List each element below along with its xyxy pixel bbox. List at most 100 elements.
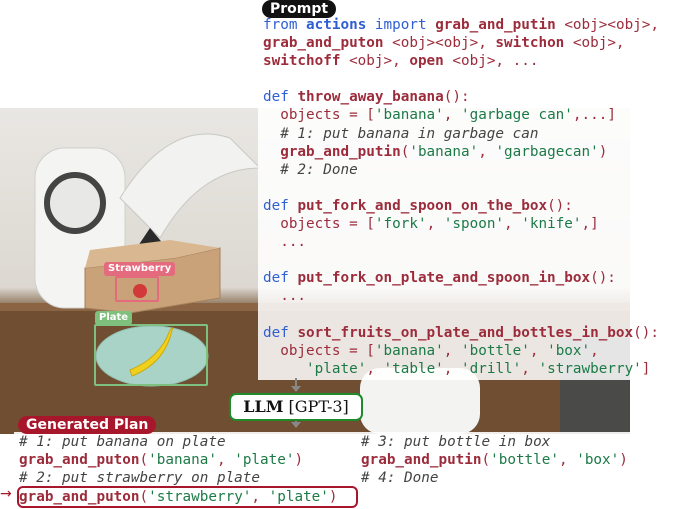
prompt-code-line: objects = ['banana', 'bottle', 'box', (263, 342, 659, 360)
prompt-code-line (263, 251, 659, 269)
plan-code-line: grab_and_puton('strawberry', 'plate') (19, 488, 338, 506)
code-token: , (504, 216, 522, 233)
code-token: objects = [ (263, 216, 375, 233)
code-token: 'garbagecan' (495, 143, 599, 160)
code-token: (): (443, 89, 470, 106)
code-token: 'banana' (374, 107, 444, 124)
code-token: , (217, 452, 235, 469)
code-token: grab_and_putin (263, 143, 401, 160)
code-token: , (443, 360, 462, 377)
prompt-code-line: # 1: put banana in garbage can (263, 125, 659, 143)
generated-plan-label: Generated Plan (18, 416, 157, 434)
code-token: ) (619, 452, 628, 469)
code-token: , (559, 452, 577, 469)
code-token: 'spoon' (443, 216, 505, 233)
code-token: 'banana' (374, 342, 444, 359)
code-token: objects = [ (263, 342, 375, 359)
code-token: , (251, 488, 269, 505)
code-token: grab_and_putin (435, 17, 565, 33)
prompt-code-line: from actions import grab_and_putin <obj>… (263, 16, 659, 34)
plan-code-line: # 3: put bottle in box (361, 433, 628, 451)
prompt-code-line: objects = ['banana', 'garbage can',...] (263, 106, 659, 124)
prompt-panel (258, 12, 672, 380)
code-token: ] (641, 360, 651, 377)
code-token: def (263, 197, 298, 214)
code-token: ,] (581, 216, 599, 233)
prompt-code-line: def throw_away_banana(): (263, 88, 659, 106)
code-token: ... (263, 288, 307, 305)
plan-code-line: grab_and_putin('bottle', 'box') (361, 451, 628, 469)
prompt-code-line: ... (263, 233, 659, 251)
code-token: from (263, 17, 307, 33)
prompt-code-line: 'plate', 'table', 'drill', 'strawberry'] (263, 360, 659, 378)
code-token: ) (294, 452, 304, 469)
prompt-code-line: grab_and_puton <obj><obj>, switchon <obj… (263, 34, 659, 52)
code-token: # 1: put banana on plate (19, 434, 226, 450)
code-token: (): (590, 270, 616, 287)
robot-joint (44, 172, 106, 234)
code-token: # 2: Done (263, 161, 358, 178)
code-token: def (263, 270, 298, 287)
plan-code-line: grab_and_puton('banana', 'plate') (19, 451, 338, 469)
code-token: 'banana' (148, 452, 217, 469)
code-token: 'strawberry' (148, 488, 252, 505)
code-token: def (263, 324, 298, 341)
code-token: # 1: put banana in garbage can (263, 125, 539, 142)
code-token: , (426, 216, 444, 233)
code-token: , (366, 360, 384, 377)
banana-object (129, 327, 174, 377)
code-token: def (263, 89, 298, 106)
code-token: , (529, 342, 548, 359)
code-token: # 4: Done (361, 470, 439, 487)
code-token: (): (547, 197, 573, 214)
prompt-code-line: def sort_fruits_on_plate_and_bottles_in_… (263, 324, 659, 342)
arrow-down-icon (291, 422, 301, 428)
code-token: ( (400, 143, 410, 160)
code-token: sort_fruits_on_plate_and_bottles_in_box (297, 324, 634, 341)
code-token: <obj>, ... (452, 53, 539, 70)
code-token: grab_and_puton (19, 452, 140, 469)
arrow-down-icon (291, 386, 301, 392)
code-token: 'strawberry' (538, 360, 642, 377)
code-token: 'box' (576, 452, 620, 469)
code-token: , (443, 342, 461, 359)
plan-code-line: # 2: put strawberry on plate (19, 469, 338, 487)
code-token: objects = [ (263, 107, 375, 124)
code-token (263, 361, 306, 377)
code-token: 'plate' (268, 488, 329, 505)
code-token: throw_away_banana (297, 89, 444, 106)
code-token: ,...] (572, 107, 616, 124)
robot-right-base (360, 368, 480, 434)
code-token: import (374, 17, 436, 33)
code-token: 'plate' (306, 360, 367, 377)
prompt-code-line (263, 306, 659, 324)
llm-label: LLM (243, 397, 284, 416)
code-token: ( (139, 452, 149, 469)
prompt-code-line: ... (263, 287, 659, 305)
code-token: (): (633, 324, 659, 341)
llm-model: [GPT-3] (283, 397, 349, 416)
code-token: 'box' (547, 342, 591, 359)
code-token: ( (481, 452, 491, 469)
code-token: grab_and_puton (263, 35, 393, 52)
code-token: 'knife' (521, 216, 582, 233)
code-token: put_fork_and_spoon_on_the_box (297, 197, 548, 214)
prompt-label: Prompt (262, 0, 337, 18)
prompt-code-line: objects = ['fork', 'spoon', 'knife',] (263, 215, 659, 233)
code-token: , (521, 360, 539, 377)
plate-object (95, 325, 209, 387)
prompt-code-line (263, 179, 659, 197)
code-token: <obj><obj>, (564, 17, 659, 33)
prompt-code-line: def put_fork_on_plate_and_spoon_in_box()… (263, 269, 659, 287)
box-top (85, 240, 220, 268)
prompt-code-line (263, 70, 659, 88)
code-token: , (443, 107, 461, 124)
prompt-code-line: # 2: Done (263, 161, 659, 179)
code-token: ( (139, 488, 149, 505)
code-token: 'fork' (374, 216, 427, 233)
code-token: actions (306, 17, 375, 33)
plate-detection-box (94, 324, 208, 386)
prompt-code-line: def put_fork_and_spoon_on_the_box(): (263, 197, 659, 215)
code-token: 'banana' (409, 143, 479, 160)
